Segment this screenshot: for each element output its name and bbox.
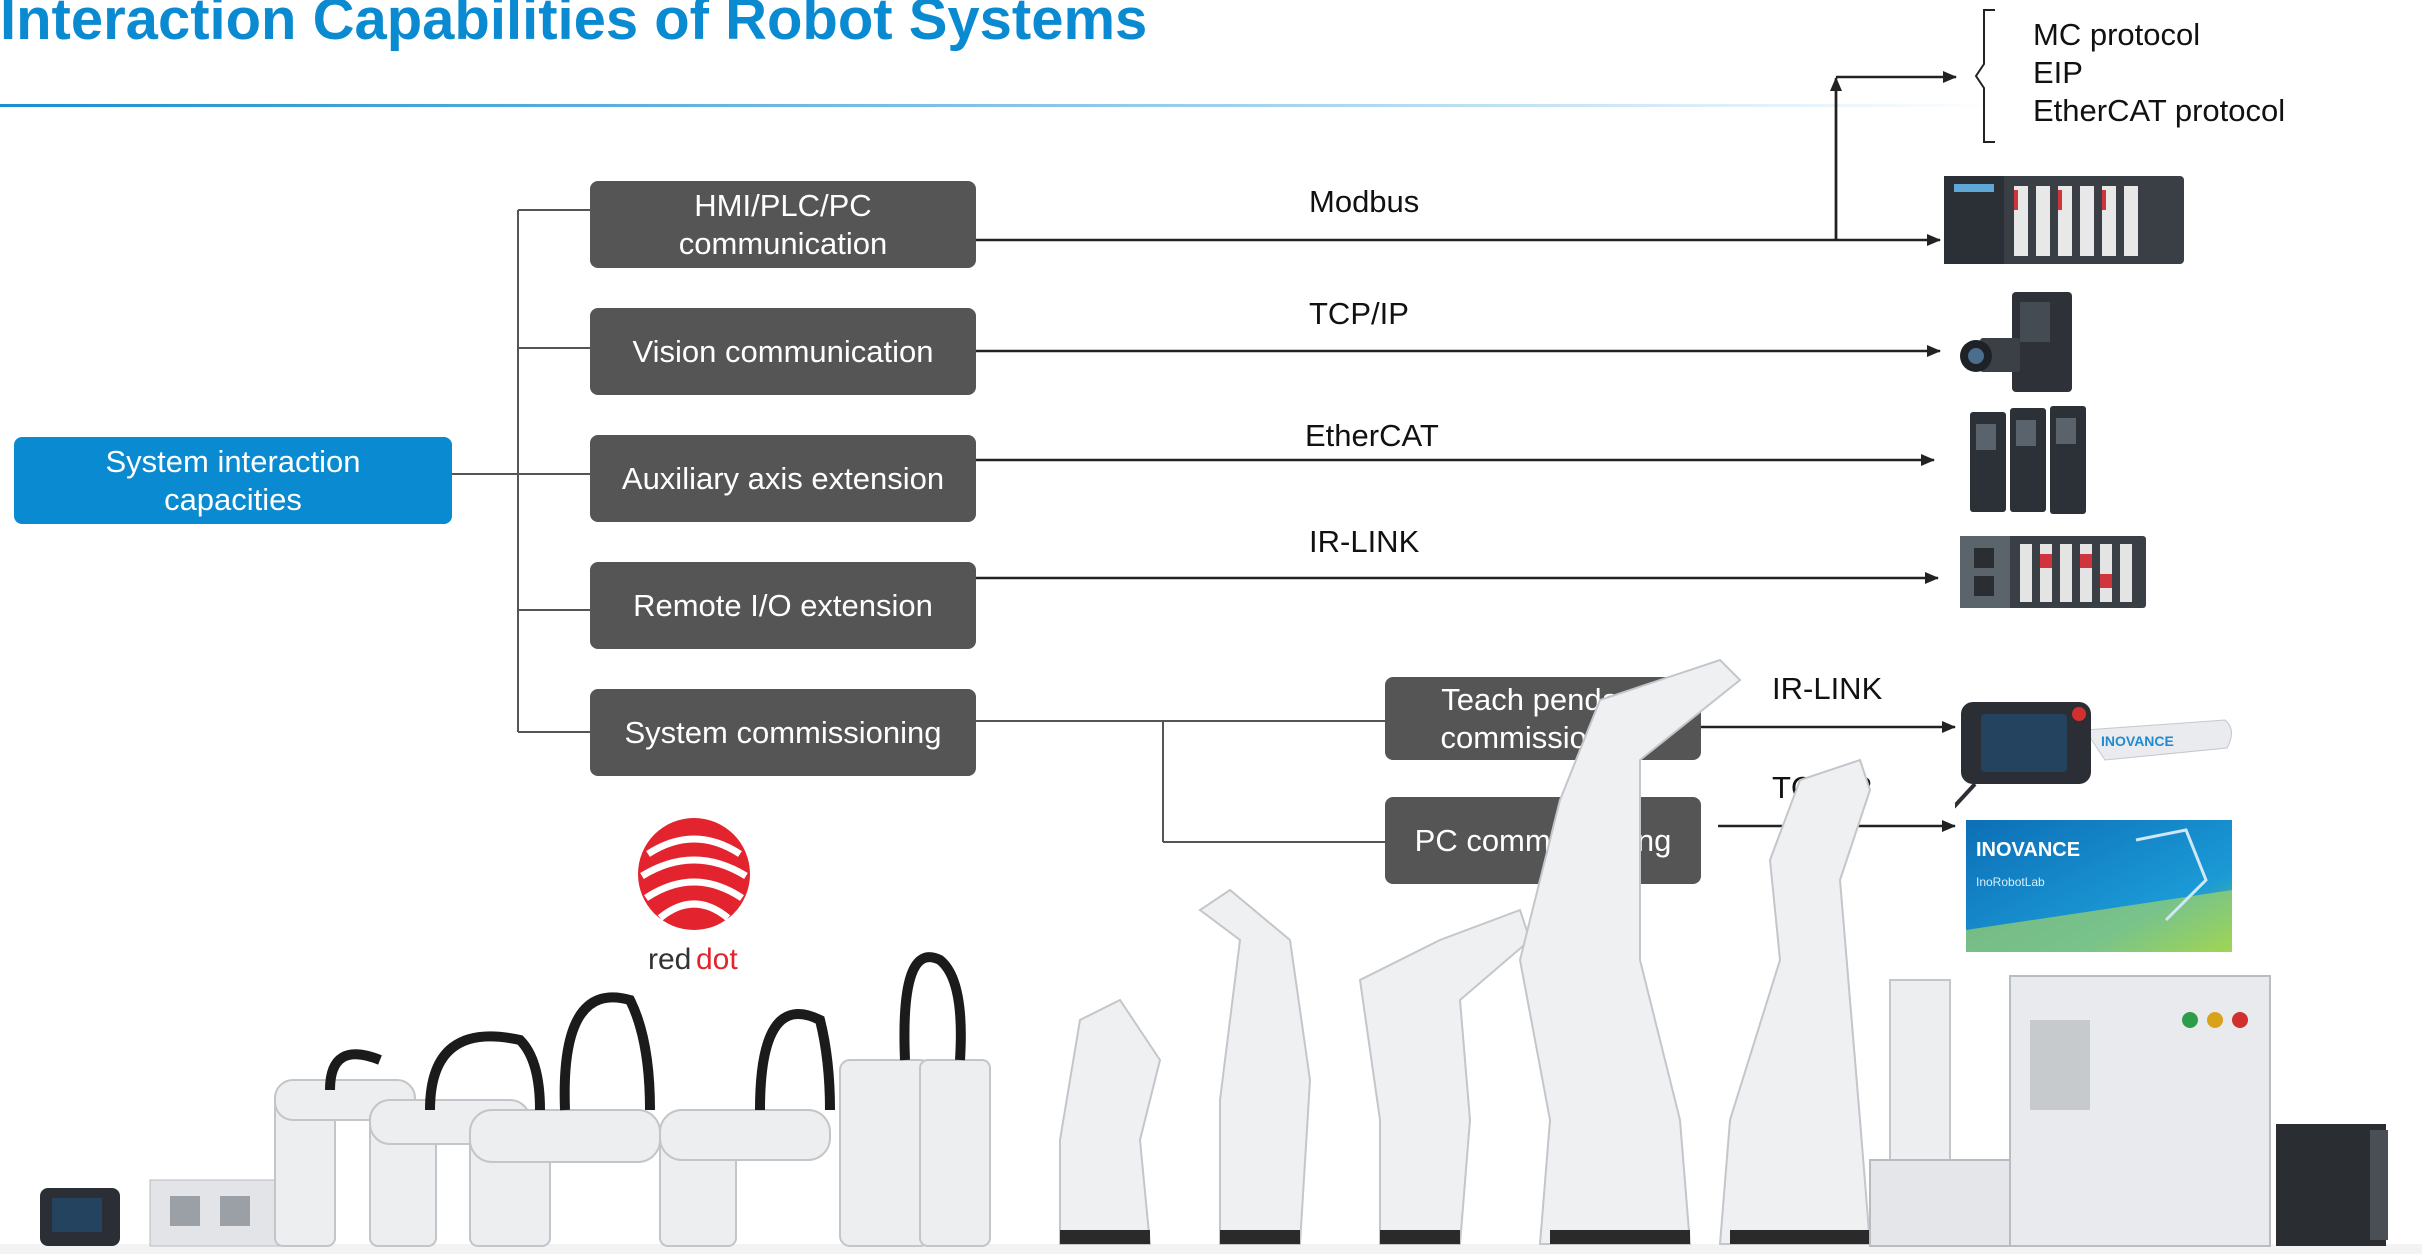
branch-label: Auxiliary axis extension [621,460,945,496]
branch-auxiliary-axis: Auxiliary axis extension [590,435,976,522]
reddot-logo: red dot [638,818,750,974]
black-controller [2276,1124,2386,1246]
control-cabinet [2009,975,2271,1247]
six-axis-robots [1059,658,1872,1245]
protocol-label-modbus: Modbus [1309,184,1420,219]
protocol-label-pendant: IR-LINK [1772,671,1883,706]
remote-io-image [1960,536,2146,608]
root-label: System interaction capacities [105,443,361,517]
servo-drive-image [1970,406,2086,514]
protocol-label-irlink: IR-LINK [1309,524,1420,559]
plc-module-image [1944,176,2184,264]
vision-camera-image [1960,292,2072,392]
protocol-item: EIP [2033,55,2083,90]
scara-robots [274,952,991,1247]
protocol-label-ethercat: EtherCAT [1305,418,1439,453]
brand-text: INOVANCE [2101,733,2174,749]
branch-label: HMI/PLC/PC communication [678,187,888,261]
robot-lineup-image [0,658,2422,1254]
page-title: Interaction Capabilities of Robot System… [0,0,1148,52]
protocol-item: EtherCAT protocol [2033,93,2286,128]
branch-label: System commissioning [624,714,942,750]
branch-remote-io: Remote I/O extension [590,562,976,649]
software-image: INOVANCE InoRobotLab [1966,820,2232,952]
root-box: System interaction capacities [14,437,452,524]
protocol-item: MC protocol [2033,17,2201,52]
branch-label: Vision communication [632,333,934,369]
protocol-brace [1974,9,1995,143]
plc-protocol-list: MC protocol EIP EtherCAT protocol [2033,16,2285,130]
reddot-word-dot: dot [696,943,738,974]
reddot-word-red: red [648,943,691,974]
branch-system-commissioning: System commissioning [590,689,976,776]
software-product: InoRobotLab [1976,875,2045,889]
branch-vision: Vision communication [590,308,976,395]
branch-label: Remote I/O extension [633,587,933,623]
software-brand: INOVANCE [1976,839,2080,861]
protocol-label-tcpip: TCP/IP [1309,296,1409,331]
branch-hmi-plc-pc: HMI/PLC/PC communication [590,181,976,268]
teach-pendant-image: INOVANCE [1955,702,2232,809]
title-underline [0,104,2000,107]
